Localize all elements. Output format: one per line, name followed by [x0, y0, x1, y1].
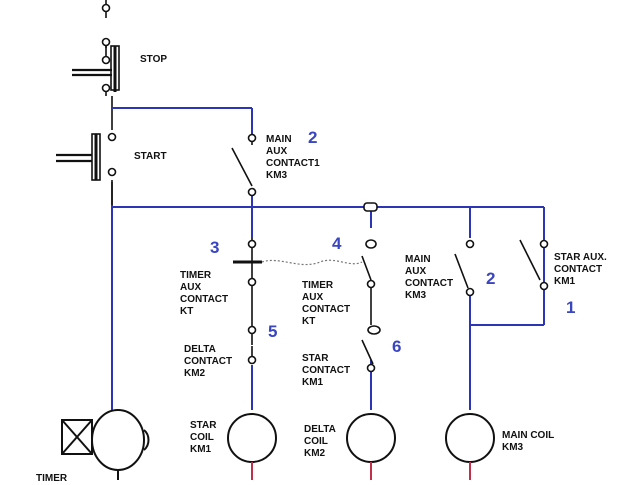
stop-pushbutton: [72, 3, 120, 96]
step-number-6: 6: [392, 337, 402, 356]
timer-aux-contact-kt-mid: [361, 202, 378, 325]
step-number-4: 4: [332, 234, 342, 253]
main-coil-km3: [445, 413, 495, 480]
delta-coil-km2-label: DELTA COIL KM2: [304, 424, 336, 459]
start-pushbutton: [56, 132, 117, 181]
timer-coil: [61, 409, 150, 480]
main-aux-contact-km3-right-label: MAIN AUX CONTACT KM3: [405, 254, 454, 301]
main-aux-contact-km3-top-label: MAIN AUX CONTACT1 KM3: [266, 134, 320, 181]
delta-contact-km2: [247, 286, 257, 365]
control-line-black: [105, 0, 113, 212]
main-aux-contact-km3-top: [231, 133, 257, 197]
main-aux-contact-km3-right: [454, 239, 475, 297]
stop-label: STOP: [140, 54, 168, 65]
wiring-blue: [111, 107, 545, 410]
start-label: START: [134, 151, 167, 162]
timer-label: TIMER: [36, 473, 68, 484]
delta-coil-km2: [346, 413, 396, 480]
timer-aux-contact-kt-left: [233, 238, 262, 287]
step-number-3: 3: [210, 238, 220, 257]
step-number-2-top: 2: [308, 128, 318, 147]
step-number-1-right: 1: [566, 298, 576, 317]
timer-mechanical-link: [261, 259, 363, 266]
timer-aux-contact-kt-mid-label: TIMER AUX CONTACT KT: [302, 280, 351, 327]
delta-contact-km2-label: DELTA CONTACT KM2: [184, 344, 233, 379]
star-coil-km1: [227, 413, 277, 480]
star-aux-contact-km1: [519, 239, 549, 291]
step-number-5: 5: [268, 322, 278, 341]
star-aux-contact-km1-label: STAR AUX. CONTACT KM1: [554, 252, 607, 287]
step-number-2-right: 2: [486, 269, 496, 288]
star-contact-km1: [361, 325, 381, 373]
star-contact-km1-label: STAR CONTACT KM1: [302, 353, 351, 388]
timer-aux-contact-kt-left-label: TIMER AUX CONTACT KT: [180, 270, 229, 317]
main-coil-km3-label: MAIN COIL KM3: [502, 430, 555, 453]
star-coil-km1-label: STAR COIL KM1: [190, 420, 217, 455]
